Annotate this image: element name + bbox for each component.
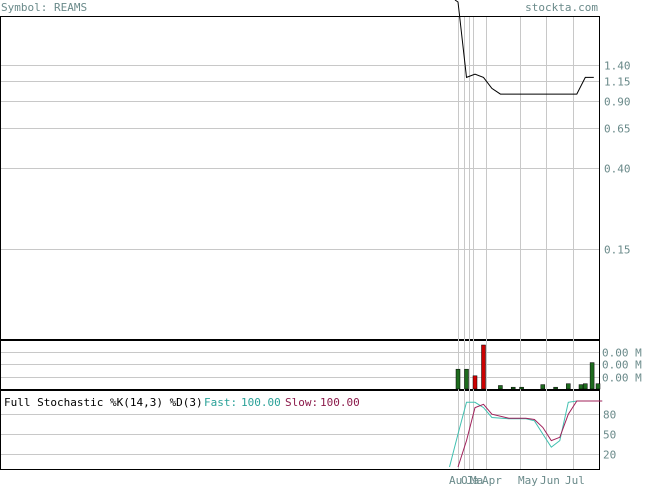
volume-bar-0: [455, 368, 461, 390]
volume-bar-4: [498, 385, 503, 390]
symbol-label: Symbol: REAMS: [1, 1, 87, 14]
slow-value: 100.00: [320, 396, 360, 409]
month-label-7: Jul: [565, 474, 585, 486]
volume-tick-2: 0.00 M: [602, 372, 642, 385]
month-label-5: May: [518, 474, 538, 486]
volume-bar-2: [472, 375, 478, 390]
price-tick-1: 1.15: [604, 76, 631, 89]
volume-bar-12: [589, 362, 595, 390]
slow-label: Slow:: [285, 396, 318, 409]
volume-bar-7: [540, 384, 546, 390]
slow-stoch-line: [457, 400, 603, 468]
volume-bars: [455, 344, 601, 390]
stoch-axis: 80 50 20: [603, 409, 616, 462]
stoch-tick-0: 80: [603, 409, 616, 422]
volume-axis: 0.00 M0.00 M0.00 M: [602, 347, 642, 385]
grid-lines: [1, 17, 599, 469]
volume-bar-13: [595, 383, 601, 390]
volume-bar-9: [566, 383, 571, 390]
volume-tick-1: 0.00 M: [602, 359, 642, 372]
fast-label: Fast:: [204, 396, 237, 409]
price-tick-2: 0.90: [604, 96, 631, 109]
volume-bar-6: [519, 386, 524, 390]
volume-bar-8: [553, 386, 558, 390]
volume-bar-5: [510, 386, 516, 390]
price-tick-3: 0.65: [604, 123, 631, 136]
stoch-tick-1: 50: [603, 429, 616, 442]
stoch-tick-2: 20: [603, 449, 616, 462]
stoch-title: Full Stochastic %K(14,3) %D(3): [4, 396, 203, 409]
volume-bar-11: [583, 383, 588, 390]
site-label: stockta.com: [525, 1, 598, 14]
price-tick-5: 0.15: [604, 244, 631, 257]
volume-bar-1: [464, 368, 469, 390]
price-axis: 1.40 1.15 0.90 0.65 0.40 0.15: [604, 60, 631, 257]
month-label-1: Ol: [461, 474, 474, 486]
volume-bar-3: [481, 344, 486, 390]
month-label-2: Ja: [466, 474, 479, 486]
volume-panel-frame: [0, 340, 600, 390]
price-tick-0: 1.40: [604, 60, 631, 73]
month-label-0: Au: [449, 474, 462, 486]
month-label-4: Apr: [482, 474, 502, 486]
volume-bar-10: [578, 384, 584, 390]
price-panel-frame: [0, 16, 600, 340]
stoch-panel-frame: [0, 390, 600, 470]
month-label-6: Jun: [540, 474, 560, 486]
volume-tick-0: 0.00 M: [602, 347, 642, 360]
price-tick-4: 0.40: [604, 163, 631, 176]
fast-value: 100.00: [241, 396, 281, 409]
price-line: [454, 0, 594, 95]
month-label-3: Ma: [470, 474, 483, 486]
